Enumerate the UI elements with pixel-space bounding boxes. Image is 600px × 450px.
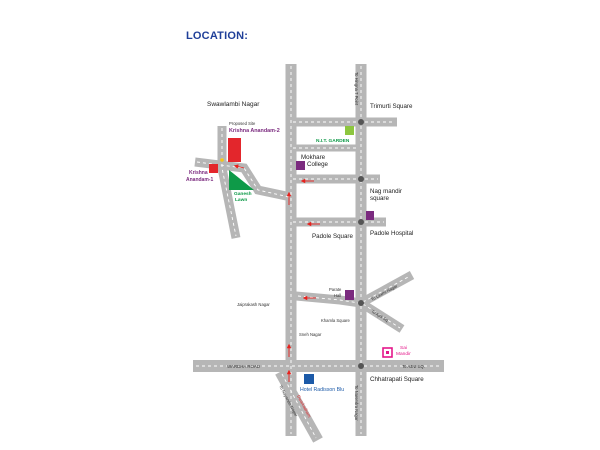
hotel-radisson-marker	[304, 374, 314, 384]
road-center-lines	[196, 66, 441, 439]
ganesh-lawn-marker	[229, 170, 254, 190]
label-chhatrapati-square: Chhatrapati Square	[370, 376, 424, 383]
mokhare-college-marker	[296, 161, 305, 170]
proposed-site-dot	[220, 158, 224, 162]
junction-mokhare	[358, 176, 364, 182]
label-nag-mandir-line2: square	[370, 195, 389, 202]
label-to-hingna-t-point: To Hingna T Point	[354, 72, 359, 106]
padole-hospital-marker	[366, 211, 374, 220]
label-padole-hospital: Padole Hospital	[370, 230, 413, 237]
label-khamla-square: Khamla Square	[321, 318, 351, 323]
parate-hall-marker	[345, 290, 354, 300]
landmarks	[209, 126, 393, 384]
label-hotel-radisson: Hotel Radisson Blu	[300, 387, 344, 393]
label-parate-hall-line2: Hall	[334, 293, 341, 298]
label-sai-mandir-line1: Sai	[400, 345, 407, 351]
nit-garden-marker	[345, 126, 354, 135]
label-wardha-road: WARDHA ROAD	[227, 364, 260, 369]
junctions	[358, 119, 364, 369]
label-nit-garden: N.I.T. GARDEN	[316, 138, 350, 144]
junction-chhatrapati	[358, 363, 364, 369]
label-sai-mandir-line2: Mandir	[396, 351, 411, 357]
sai-mandir-inner	[386, 351, 389, 354]
label-parate-hall-line1: Parate	[329, 287, 342, 292]
junction-khamla	[358, 300, 364, 306]
junction-trimurti	[358, 119, 364, 125]
label-to-ajni-sq: To AJNI SQ.	[402, 364, 425, 369]
label-trimurti-square: Trimurti Square	[370, 103, 413, 110]
label-jaiprakash-nagar: Jaiprakash Nagar	[237, 302, 270, 307]
label-padole-square: Padole Square	[312, 233, 353, 240]
direction-arrows	[233, 164, 320, 382]
arrow-left-ganesh	[233, 164, 245, 169]
label-to-narendra-nagar: To Narendra Nagar	[354, 385, 359, 421]
label-nag-mandir-line1: Nag mandir	[370, 188, 402, 195]
label-ganesh-lawn-line2: Lawn	[235, 197, 247, 203]
label-proposed-site: Proposed Site	[229, 121, 256, 126]
label-swawlambi-nagar: Swawlambi Nagar	[207, 101, 260, 108]
label-ganesh-lawn-line1: Ganesh	[234, 191, 252, 197]
label-mokhare-college-line2: College	[307, 161, 329, 168]
label-krishna-anandam-1-line1: Krishna	[189, 170, 208, 176]
label-mokhare-college-line1: Mokhare	[301, 154, 326, 161]
label-sneh-nagar: Sneh Nagar	[299, 332, 322, 337]
label-krishna-anandam-1-line2: Anandam-1	[186, 177, 213, 183]
label-krishna-anandam-2: Krishna Anandam-2	[229, 128, 280, 134]
krishna-anandam-1-marker	[209, 164, 218, 173]
proposed-site-marker	[228, 138, 241, 162]
page-title: LOCATION:	[186, 30, 249, 42]
junction-padole	[358, 219, 364, 225]
